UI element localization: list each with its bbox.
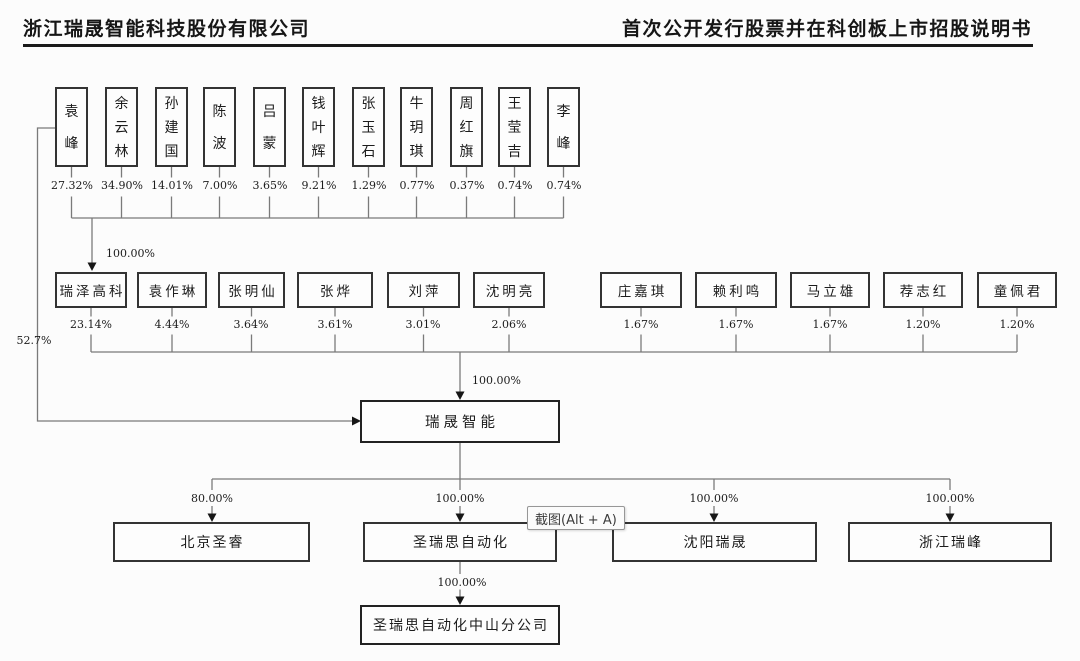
header-rule xyxy=(23,44,1033,47)
ownership-percentage: 3.65% xyxy=(252,179,288,192)
ownership-percentage: 7.00% xyxy=(202,179,238,192)
ownership-percentage: 0.74% xyxy=(497,179,533,192)
ownership-percentage-company: 100.00% xyxy=(472,374,521,387)
ownership-percentage: 3.61% xyxy=(317,318,353,331)
ownership-percentage: 9.21% xyxy=(301,179,337,192)
shareholder-box-yuanzuolin: 袁作琳 xyxy=(137,272,207,308)
ownership-percentage: 1.20% xyxy=(999,318,1035,331)
branch-box-zhongshan: 圣瑞思自动化中山分公司 xyxy=(360,605,560,645)
shareholder-box-zhangye: 张烨 xyxy=(297,272,373,308)
shareholder-box-wangyingji: 王莹吉 xyxy=(498,87,531,167)
shareholder-box-lvmeng: 吕蒙 xyxy=(253,87,286,167)
shareholder-box-tongpeijun: 童佩君 xyxy=(977,272,1057,308)
shareholder-box-sunjianguo: 孙建国 xyxy=(155,87,188,167)
shareholder-box-qianyehui: 钱叶辉 xyxy=(302,87,335,167)
ownership-percentage: 1.67% xyxy=(812,318,848,331)
shareholder-box-chenbo: 陈波 xyxy=(203,87,236,167)
shareholder-box-yuanfeng: 袁峰 xyxy=(55,87,88,167)
ownership-percentage: 34.90% xyxy=(101,179,143,192)
ownership-percentage: 3.64% xyxy=(233,318,269,331)
shareholder-box-lailiming: 赖利鸣 xyxy=(695,272,777,308)
shareholder-box-shenmingliang: 沈明亮 xyxy=(473,272,545,308)
company-header-title: 浙江瑞晟智能科技股份有限公司 xyxy=(23,18,311,40)
shareholder-box-yuyunlin: 余云林 xyxy=(105,87,138,167)
shareholder-box-malixiong: 马立雄 xyxy=(790,272,870,308)
shareholder-box-niuyueqi: 牛玥琪 xyxy=(400,87,433,167)
subsidiary-percentage: 100.00% xyxy=(435,492,485,505)
direct-holding-percentage: 52.7% xyxy=(16,334,52,347)
shareholder-box-jianzhihong: 荐志红 xyxy=(883,272,963,308)
ownership-percentage: 4.44% xyxy=(154,318,190,331)
shareholder-box-ruizegaoke: 瑞泽高科 xyxy=(55,272,127,308)
branch-percentage: 100.00% xyxy=(437,576,487,589)
shareholder-box-zhangyushi: 张玉石 xyxy=(352,87,385,167)
ownership-percentage: 23.14% xyxy=(70,318,112,331)
ownership-percentage: 27.32% xyxy=(51,179,93,192)
ownership-percentage: 14.01% xyxy=(151,179,193,192)
ownership-percentage: 2.06% xyxy=(491,318,527,331)
ownership-percentage: 0.74% xyxy=(546,179,582,192)
shareholder-box-lifeng: 李峰 xyxy=(547,87,580,167)
subsidiary-box-zhejiang-ruifeng: 浙江瑞峰 xyxy=(848,522,1052,562)
shareholder-box-zhouhongqi: 周红旗 xyxy=(450,87,483,167)
ownership-percentage-ruize: 100.00% xyxy=(106,247,155,260)
subsidiary-percentage: 100.00% xyxy=(925,492,975,505)
ownership-percentage: 3.01% xyxy=(405,318,441,331)
subsidiary-box-shengruisi-auto: 圣瑞思自动化 xyxy=(363,522,557,562)
subsidiary-percentage: 100.00% xyxy=(689,492,739,505)
subsidiary-box-beijing-shengrui: 北京圣睿 xyxy=(113,522,310,562)
subsidiary-percentage: 80.00% xyxy=(191,492,233,505)
ownership-percentage: 0.77% xyxy=(399,179,435,192)
ownership-percentage: 1.29% xyxy=(351,179,387,192)
shareholder-box-zhangmingxian: 张明仙 xyxy=(218,272,285,308)
ownership-percentage: 1.20% xyxy=(905,318,941,331)
issuer-box-ruisheng-intelligent: 瑞晟智能 xyxy=(360,400,560,443)
subsidiary-box-shenyang-ruisheng: 沈阳瑞晟 xyxy=(612,522,817,562)
ownership-percentage: 1.67% xyxy=(623,318,659,331)
shareholder-box-liuping: 刘萍 xyxy=(387,272,460,308)
ownership-percentage: 1.67% xyxy=(718,318,754,331)
ownership-percentage: 0.37% xyxy=(449,179,485,192)
document-header-title: 首次公开发行股票并在科创板上市招股说明书 xyxy=(621,18,1032,40)
screenshot-tooltip: 截图(Alt + A) xyxy=(527,506,625,530)
shareholder-box-zhuangjiaqi: 庄嘉琪 xyxy=(600,272,682,308)
